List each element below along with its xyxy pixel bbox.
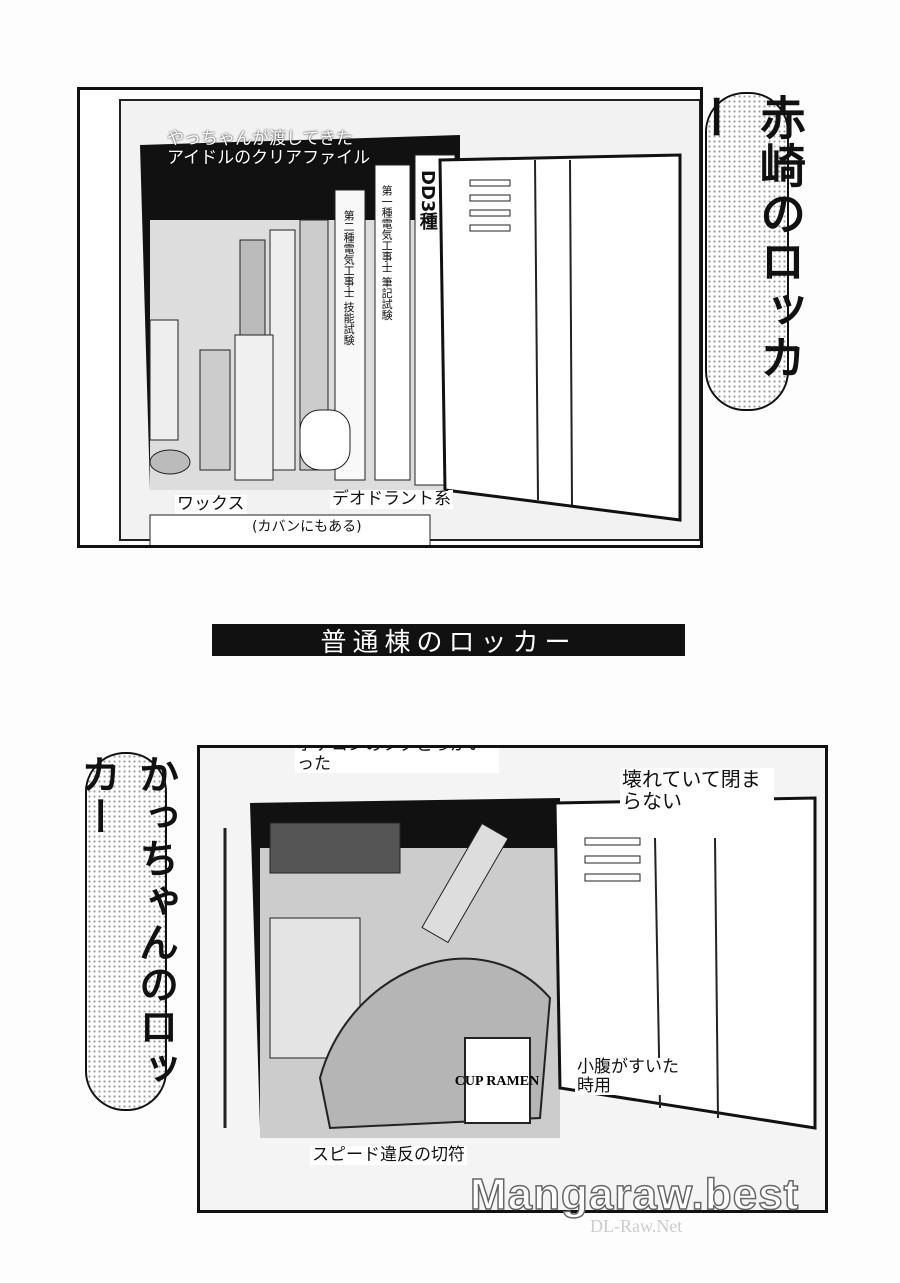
note-calculator: ポケコンのフタどっかいった bbox=[295, 748, 499, 774]
cup-ramen-label: CUP RAMEN bbox=[455, 1074, 539, 1089]
section-title-banner: 普通棟のロッカー bbox=[212, 624, 685, 658]
bubble-text: 赤崎のロッカー bbox=[687, 94, 807, 382]
locker-illustration-1 bbox=[119, 99, 700, 545]
panel-akasaki-locker: DD3種 第一種電気工事士 筆記試験 第二種電気工事士 技能試験 やっちゃんが渡… bbox=[77, 87, 703, 548]
watermark: Mangaraw.best bbox=[469, 1169, 800, 1220]
note-clear-file: やっちゃんが渡してきた アイドルのクリアファイル bbox=[167, 129, 371, 168]
book-spine-dd3: DD3種 bbox=[416, 170, 438, 231]
speech-bubble-akasaki: 赤崎のロッカー bbox=[687, 92, 807, 411]
book-spine-2nd-class: 第二種電気工事士 技能試験 bbox=[342, 210, 356, 346]
note-wax-sub: (カバンにもある) bbox=[250, 519, 364, 536]
note-wax: ワックス bbox=[175, 494, 247, 514]
bubble-text: かっちゃんのロッカー bbox=[74, 754, 178, 1090]
speech-bubble-kacchan: かっちゃんのロッカー bbox=[74, 752, 178, 1111]
book-spine-1st-class: 第一種電気工事士 筆記試験 bbox=[380, 185, 394, 321]
note-deodorant: デオドラント系 bbox=[330, 489, 453, 509]
note-ticket: スピード違反の切符 bbox=[310, 1145, 467, 1165]
note-door: 壊れていて閉まらない bbox=[620, 768, 774, 812]
panel-kacchan-locker: CUP RAMEN ポケコンのフタどっかいった 壊れていて閉まらない 小腹がすい… bbox=[197, 745, 828, 1213]
watermark-sub: DL-Raw.Net bbox=[590, 1216, 683, 1236]
locker-illustration-2: CUP RAMEN bbox=[200, 748, 825, 1210]
note-cup: 小腹がすいた時用 bbox=[575, 1058, 689, 1096]
